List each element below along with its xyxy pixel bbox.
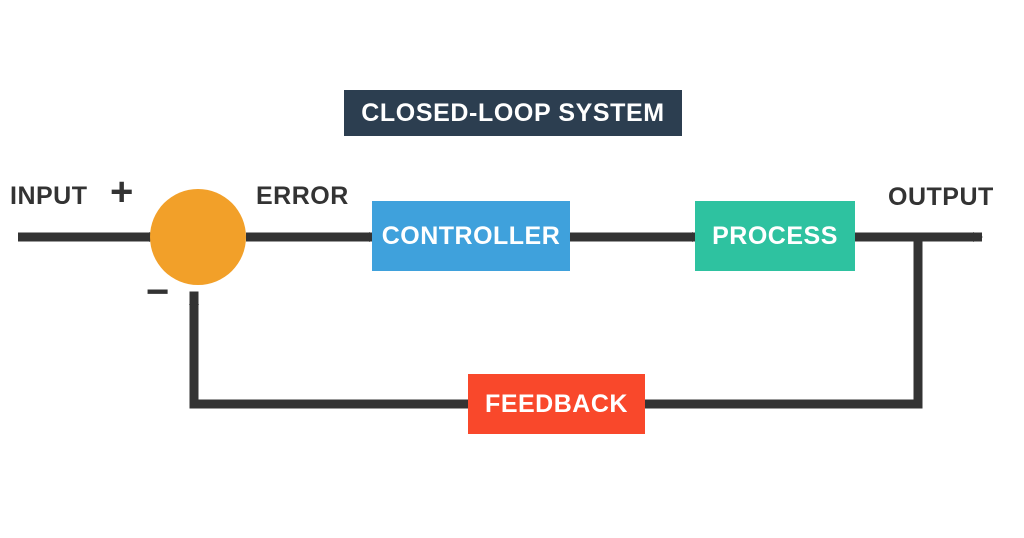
block-controller[interactable]: CONTROLLER: [372, 201, 570, 271]
label-output: OUTPUT: [888, 183, 994, 211]
plus-sign-icon: +: [110, 170, 134, 214]
page-title: CLOSED-LOOP SYSTEM: [361, 98, 665, 127]
block-controller-label: CONTROLLER: [381, 221, 561, 250]
wire-output-tap-to-feedback: [640, 232, 923, 409]
title-banner: CLOSED-LOOP SYSTEM: [344, 90, 682, 136]
label-error: ERROR: [256, 182, 349, 210]
block-process-label: PROCESS: [712, 221, 838, 250]
wire-feedback-to-summing-junction: [189, 291, 473, 409]
block-feedback-label: FEEDBACK: [485, 389, 628, 418]
minus-sign-icon: −: [146, 270, 170, 314]
block-process[interactable]: PROCESS: [695, 201, 855, 271]
block-feedback[interactable]: FEEDBACK: [468, 374, 645, 434]
summing-junction: [150, 189, 246, 285]
label-input: INPUT: [10, 182, 88, 210]
